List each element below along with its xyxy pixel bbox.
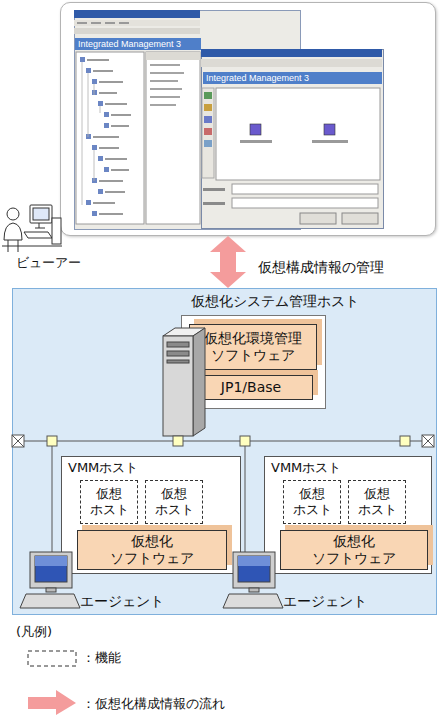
box-text: 仮想化環境管理 ソフトウェア	[193, 330, 313, 364]
legend-heading: (凡例)	[16, 624, 52, 640]
screenshot-panel: Integrated Management 3 Integrated Manage…	[60, 2, 436, 236]
legend-arrow-sample	[28, 690, 76, 715]
box-text: 仮想 ホスト	[149, 486, 199, 517]
legend-text: ：仮想化構成情報の流れ	[82, 696, 225, 712]
actor-label: ビューアー	[16, 255, 81, 271]
box-text: JP1/Base	[221, 379, 281, 396]
host-band: 仮想化環境管理 ソフトウェアJP1/Base仮想 ホスト仮想 ホスト仮想化 ソフ…	[12, 288, 437, 615]
software-box: 仮想化 ソフトウェア	[77, 530, 227, 570]
agent-label: エージェント	[283, 593, 367, 610]
vmm-host-box: 仮想 ホスト仮想 ホスト仮想化 ソフトウェア VMMホスト	[61, 456, 241, 574]
function-box: 仮想 ホスト	[80, 480, 138, 524]
box-heading: 仮想化システム管理ホスト	[191, 293, 359, 310]
legend-dashed-sample	[28, 651, 76, 666]
function-box: 仮想 ホスト	[145, 480, 203, 524]
box-text: 仮想 ホスト	[287, 486, 337, 517]
box-text: 仮想化 ソフトウェア	[309, 533, 399, 567]
box-text: 仮想化 ソフトウェア	[107, 533, 197, 567]
software-box: 仮想化環境管理 ソフトウェア	[189, 324, 317, 370]
window-title: Integrated Management 3	[203, 72, 382, 84]
network-bus	[12, 435, 434, 553]
legend-text: ：機能	[82, 650, 121, 666]
function-box: 仮想 ホスト	[348, 480, 406, 524]
vmm-host-box: 仮想 ホスト仮想 ホスト仮想化 ソフトウェア VMMホスト	[264, 456, 432, 574]
screenshot-window: Integrated Management 3	[201, 49, 384, 229]
flow-arrow	[210, 236, 246, 288]
software-box: 仮想化 ソフトウェア	[280, 530, 428, 570]
box-text: 仮想 ホスト	[352, 486, 402, 517]
agent-computer	[223, 552, 283, 608]
screenshot-details	[74, 10, 382, 224]
box-heading: VMMホスト	[68, 460, 138, 476]
agent-label: エージェント	[80, 593, 164, 610]
viewer-icon	[2, 205, 62, 252]
software-box: JP1/Base	[189, 375, 313, 400]
server-icon	[163, 328, 205, 436]
box-text: 仮想 ホスト	[84, 486, 134, 517]
function-box: 仮想 ホスト	[283, 480, 341, 524]
box-heading: VMMホスト	[271, 460, 341, 476]
window-title: Integrated Management 3	[75, 38, 201, 50]
edge-label: 仮想構成情報の管理	[258, 259, 384, 276]
agent-computer	[20, 552, 80, 608]
